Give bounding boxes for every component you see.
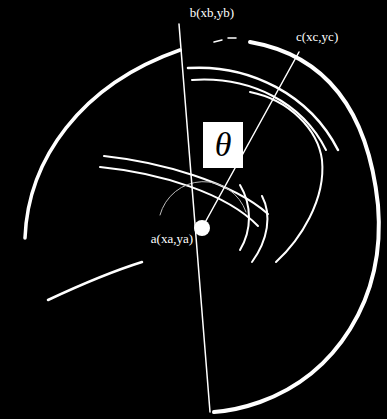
center-point [194,220,210,236]
inner-contour [252,196,267,262]
inner-contour [48,262,142,300]
inner-contour [240,185,249,250]
point-label: a(xa,ya) [151,232,193,245]
outer-contour [214,38,236,42]
inner-contour [104,156,268,214]
angle-symbol: θ [215,128,232,162]
radius-line [202,52,299,228]
symbol-box: θ [203,122,243,168]
outer-contour [214,42,379,412]
point-label: c(xc,yc) [296,30,338,43]
inner-contour [250,92,322,262]
outer-contour [25,50,180,238]
point-label: b(xb,yb) [190,6,234,19]
angle-arc [160,182,246,215]
inner-contour [100,167,258,226]
axis-line [179,24,210,412]
